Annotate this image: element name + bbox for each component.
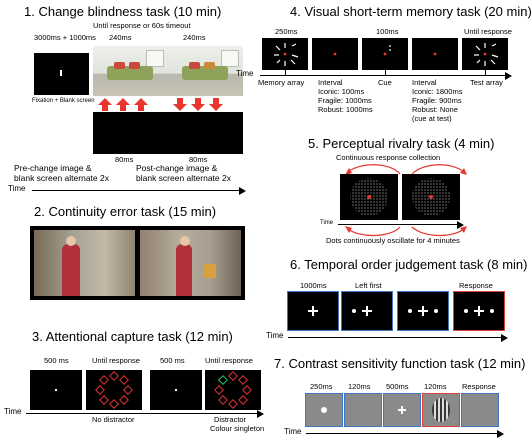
panel1-title: 1. Change blindness task (10 min) [24, 4, 222, 19]
panel1-img-b-time: 240ms [183, 33, 206, 42]
panel2-title: 2. Continuity error task (15 min) [34, 204, 217, 219]
panel1-blank-a-time: 80ms [115, 155, 134, 164]
rivalry-dot-clouds [350, 178, 450, 216]
post-change-image [168, 46, 243, 96]
panel6-time-label: Time [266, 331, 284, 340]
panel4-t3: Until response [464, 27, 512, 36]
panel1-timeline [32, 186, 246, 195]
interval-left-0: Interval [318, 78, 343, 87]
post-change-caption-1: Post-change image & [136, 163, 218, 173]
post-change-caption-2: blank screen alternate 2x [136, 173, 231, 183]
panel3-t1: 500 ms [44, 356, 69, 365]
panel3-t2: Until response [92, 356, 140, 365]
interval-left-2: Fragile: 1000ms [318, 96, 372, 105]
interval-right-2: Fragile: 900ms [412, 96, 462, 105]
panel1-timing-label: 3000ms + 1000ms [34, 33, 96, 42]
diamond-array-no-distractor [95, 371, 133, 409]
video-frame-a [34, 230, 135, 296]
fixation-screen [34, 53, 89, 95]
panel3-timeline [26, 409, 264, 418]
panel5-bottom-caption: Dots continuously oscillate for 4 minute… [326, 236, 460, 245]
interval-right-0: Interval [412, 78, 437, 87]
panel3-t3: 500 ms [160, 356, 185, 365]
arrow-up-icon [116, 98, 130, 111]
gabor-patch [432, 398, 450, 422]
video-frame-b [140, 230, 241, 296]
interval-right-1: Iconic: 1800ms [412, 87, 463, 96]
actor-figure [62, 244, 80, 296]
rivalry-bottom-arrows [345, 226, 467, 237]
csf-response-screen [461, 393, 499, 427]
csf-cross-screen [383, 393, 421, 427]
blank-screen-a [93, 112, 168, 154]
interval-right-4: (cue at test) [412, 114, 452, 123]
memory-array-label: Memory array [258, 78, 305, 87]
panel7-timeline [306, 429, 504, 438]
panel6-t2: Left first [355, 281, 382, 290]
panel5-time-label: Time [320, 220, 334, 226]
actor-figure [176, 244, 192, 296]
pre-change-caption-2: blank screen alternate 2x [14, 173, 109, 183]
panel5-top-caption: Continuous response collection [336, 153, 441, 162]
continuity-video-strip [30, 226, 245, 300]
panel1-img-a-time: 240ms [109, 33, 132, 42]
panel6-title: 6. Temporal order judgement task (8 min) [290, 257, 528, 272]
colour-singleton [218, 375, 228, 385]
interval-left-1: Iconic: 100ms [318, 87, 365, 96]
panel7-t1: 250ms [310, 382, 333, 391]
panel7-t4: 120ms [424, 382, 447, 391]
csf-grating-screen [422, 393, 460, 427]
arrow-down-icon [173, 98, 187, 111]
fixation-mark [60, 70, 62, 76]
panel3-title: 3. Attentional capture task (12 min) [32, 329, 233, 344]
panel5-timeline [338, 220, 464, 229]
csf-fixation-screen [305, 393, 343, 427]
panel6-timeline [288, 333, 508, 342]
arrow-up-icon [134, 98, 148, 111]
panel4-time-label: Time [236, 69, 254, 78]
panel3-time-label: Time [4, 407, 22, 416]
interval-left-3: Robust: 1000ms [318, 105, 373, 114]
panel7-time-label: Time [284, 427, 302, 436]
panel1-until-label: Until response or 60s timeout [93, 21, 191, 30]
pre-change-caption-1: Pre-change image & [14, 163, 92, 173]
pre-change-image [93, 46, 168, 96]
toj-stimuli [308, 306, 494, 316]
arrow-down-icon [209, 98, 223, 111]
panel4-t1: 250ms [275, 27, 298, 36]
panel7-t2: 120ms [348, 382, 371, 391]
csf-blank-screen-a [344, 393, 382, 427]
panel6-t3: Response [459, 281, 493, 290]
test-array-label: Test array [470, 78, 503, 87]
panel1-time-label: Time [8, 184, 26, 193]
interval-right-3: Robust: None [412, 105, 458, 114]
panel7-t3: 500ms [386, 382, 409, 391]
panel4-t2: 100ms [376, 27, 399, 36]
rivalry-top-arrows [345, 164, 467, 175]
arrow-up-icon [98, 98, 112, 111]
panel4-title: 4. Visual short-term memory task (20 min… [290, 4, 532, 19]
capture-fixation-a [30, 370, 82, 410]
panel7-t5: Response [462, 382, 496, 391]
panel4-timeline [260, 71, 512, 80]
panel3-cap-left: No distractor [92, 415, 135, 424]
panel3-cap-right-1: Distractor [214, 415, 247, 424]
vstm-stimuli [274, 43, 499, 66]
fixation-caption: Fixation + Blank screen [32, 98, 95, 104]
panel3-cap-right-2: Colour singleton [210, 424, 265, 433]
capture-fixation-b [150, 370, 202, 410]
panel3-t4: Until response [205, 356, 253, 365]
arrow-down-icon [191, 98, 205, 111]
diamond-array-distractor [214, 371, 252, 409]
panel1-blank-b-time: 80ms [189, 155, 208, 164]
panel7-title: 7. Contrast sensitivity function task (1… [274, 356, 526, 371]
red-arrows [98, 98, 223, 111]
panel6-t1: 1000ms [300, 281, 327, 290]
panel5-title: 5. Perceptual rivalry task (4 min) [308, 136, 495, 151]
blank-screen-b [168, 112, 243, 154]
cue-label: Cue [378, 78, 392, 87]
